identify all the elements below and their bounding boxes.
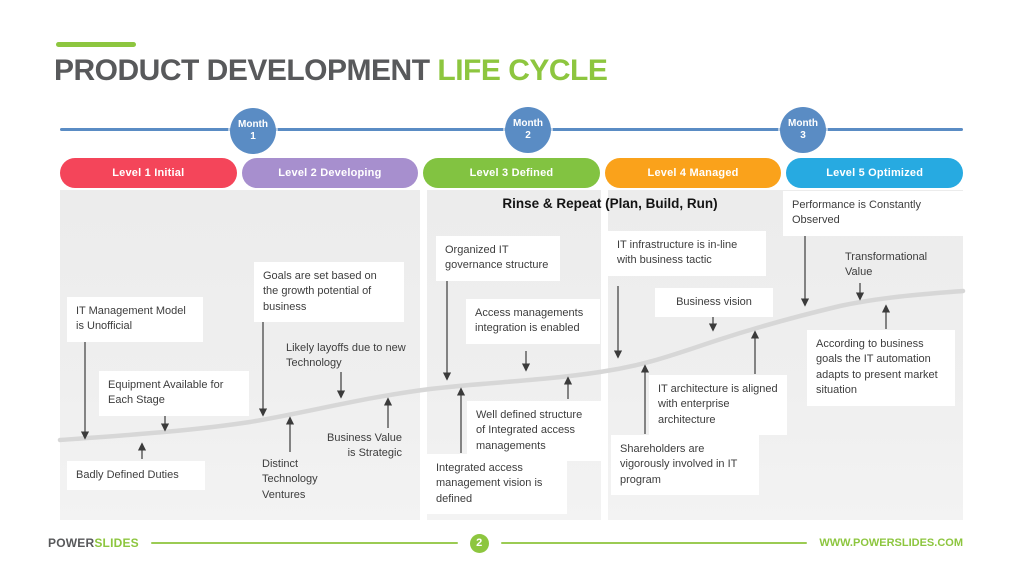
month-label: Month <box>788 118 818 129</box>
level-pill-optimized: Level 5 Optimized <box>786 158 963 188</box>
level-pill-managed: Level 4 Managed <box>604 158 782 188</box>
note-access-integration: Access managements integration is enable… <box>466 299 600 344</box>
brand-logo-green: SLIDES <box>94 536 139 550</box>
note-performance: Performance is Constantly Observed <box>783 191 966 236</box>
footer-rule-right <box>500 542 808 544</box>
note-it-architecture: IT architecture is aligned with enterpri… <box>649 375 787 436</box>
note-transformational: Transformational Value <box>845 251 928 279</box>
month-number: 2 <box>525 130 531 141</box>
note-it-management: IT Management Model is Unofficial <box>67 297 203 342</box>
note-well-defined: Well defined structure of Integrated acc… <box>467 401 602 462</box>
note-business-vision: Business vision <box>655 288 773 318</box>
month-label: Month <box>238 119 268 130</box>
note-it-infrastructure: IT infrastructure is in-line with busine… <box>608 231 766 276</box>
month-label: Month <box>513 118 543 129</box>
month-badge-2: Month 2 <box>505 107 551 153</box>
month-number: 1 <box>250 131 256 142</box>
note-integrated-vision: Integrated access management vision is d… <box>427 454 567 515</box>
note-badly-defined: Badly Defined Duties <box>67 461 205 491</box>
note-organized-it: Organized IT governance structure <box>436 236 560 281</box>
level-pill-initial: Level 1 Initial <box>60 158 237 188</box>
website-link[interactable]: WWW.POWERSLIDES.COM <box>819 537 963 549</box>
note-likely-layoffs: Likely layoffs due to new Technology <box>286 342 406 370</box>
level-pill-row: Level 1 Initial Level 2 Developing Level… <box>60 158 963 188</box>
month-number: 3 <box>800 130 806 141</box>
rinse-repeat-heading: Rinse & Repeat (Plan, Build, Run) <box>502 196 718 211</box>
footer: POWERSLIDES 2 WWW.POWERSLIDES.COM <box>48 532 963 554</box>
brand-logo-dark: POWER <box>48 536 95 550</box>
page-title-accent: LIFE CYCLE <box>437 54 608 87</box>
note-distinct-ventures: Distinct Technology Ventures <box>262 458 318 501</box>
month-badge-3: Month 3 <box>780 107 826 153</box>
title-accent-bar <box>56 42 136 47</box>
month-badge-1: Month 1 <box>230 108 276 154</box>
note-goals: Goals are set based on the growth potent… <box>254 262 404 323</box>
note-business-value: Business Value is Strategic <box>326 432 402 460</box>
page-title-main: PRODUCT DEVELOPMENT <box>54 54 430 87</box>
note-equipment: Equipment Available for Each Stage <box>99 371 249 416</box>
page-number-badge: 2 <box>469 533 489 553</box>
level-pill-developing: Level 2 Developing <box>241 158 419 188</box>
level-pill-defined: Level 3 Defined <box>423 158 600 188</box>
brand-logo: POWERSLIDES <box>48 536 139 550</box>
note-according-goals: According to business goals the IT autom… <box>807 330 955 406</box>
note-shareholders: Shareholders are vigorously involved in … <box>611 435 759 496</box>
page-title: PRODUCT DEVELOPMENT LIFE CYCLE <box>54 54 608 88</box>
footer-rule-left <box>150 542 458 544</box>
